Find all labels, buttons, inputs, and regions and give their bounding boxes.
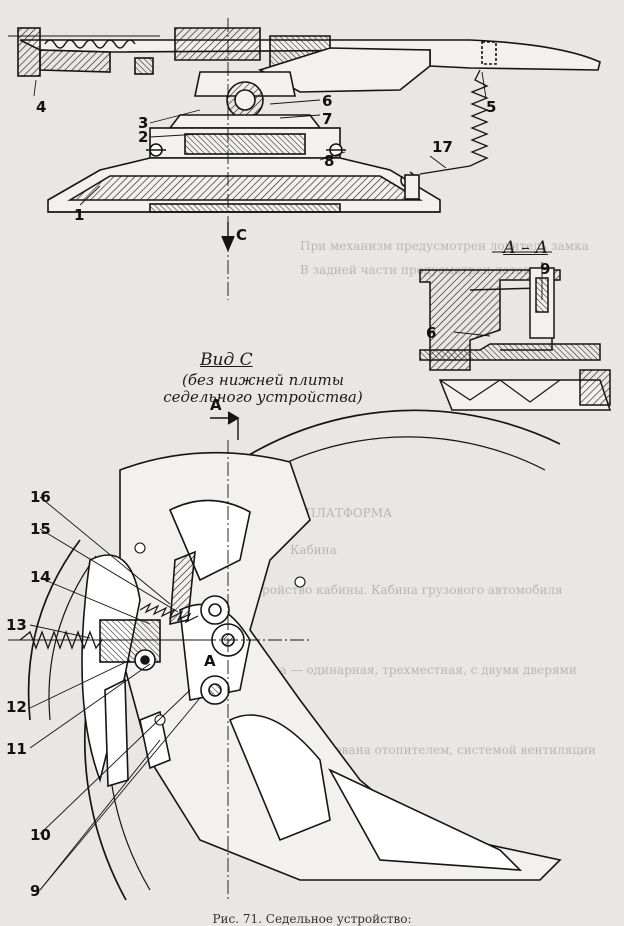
part-number-8: 8 — [324, 152, 335, 170]
figure-caption: Рис. 71. Седельное устройство: — [212, 912, 412, 926]
part-number-17: 17 — [432, 138, 453, 156]
section-a-a-view — [419, 251, 612, 411]
part-number-9: 9 — [30, 882, 41, 900]
bleed-heading-2: Кабина — [290, 543, 337, 557]
view-c-title: Вид С — [200, 350, 253, 370]
part-number-13: 13 — [6, 616, 27, 634]
view-c-arrow-label: С — [236, 226, 248, 244]
part-number-5: 5 — [486, 98, 497, 116]
part-number-12: 12 — [6, 698, 27, 716]
part-number-2: 2 — [138, 128, 149, 146]
view-c-subtitle: (без нижней плиты седельного устройства) — [163, 371, 363, 407]
part-number-3: 3 — [138, 114, 149, 132]
part-number-4: 4 — [36, 98, 47, 116]
top-elevation-view — [8, 18, 601, 300]
part-number-10: 10 — [30, 826, 51, 844]
section-mark-top: А — [210, 396, 222, 414]
part-number-7: 7 — [322, 110, 333, 128]
section-part-number-9: 9 — [540, 260, 551, 278]
bleed-text-1: При механизм предусмотрен ловитель замка — [300, 239, 589, 253]
section-mark-center: А — [204, 652, 216, 670]
part-number-15: 15 — [30, 520, 51, 538]
part-number-14: 14 — [30, 568, 51, 586]
part-number-1: 1 — [74, 206, 85, 224]
section-part-number-6: 6 — [426, 324, 437, 342]
part-number-6: 6 — [322, 92, 333, 110]
part-number-11: 11 — [6, 740, 27, 758]
section-a-a-label: А – А — [503, 238, 549, 258]
part-number-16: 16 — [30, 488, 51, 506]
plan-view-c — [8, 409, 562, 901]
